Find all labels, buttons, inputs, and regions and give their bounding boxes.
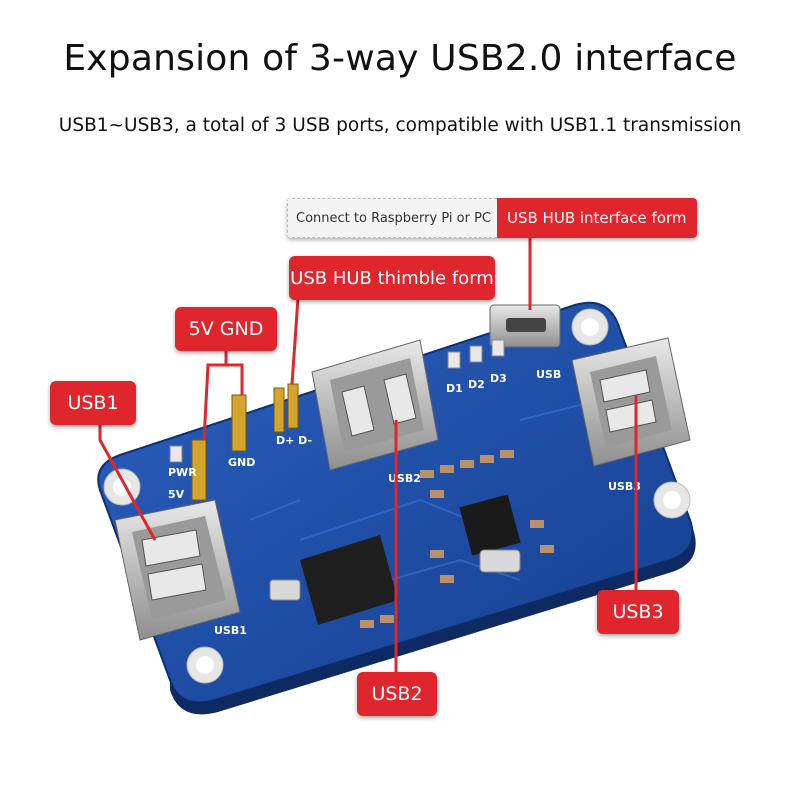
mounting-holes [103, 308, 691, 684]
leader-usb1 [98, 418, 157, 541]
hub-controller-ic [459, 494, 521, 556]
usb3-connector [571, 337, 691, 467]
page-subtitle: USB1~USB3, a total of 3 USB ports, compa… [58, 115, 742, 136]
crystal-small [269, 579, 301, 601]
silk-usb1: USB1 [214, 624, 247, 637]
leader-5v-gnd [202, 345, 244, 441]
power-pins [191, 394, 247, 501]
silk-usb3: USB3 [608, 480, 641, 493]
silk-d3: D3 [490, 372, 507, 385]
micro-usb-connector [489, 304, 561, 348]
silk-gnd: GND [228, 456, 255, 469]
usb2-connector [311, 339, 439, 471]
data-pins [273, 383, 299, 433]
silk-pwr: PWR [168, 466, 197, 479]
callout-5v-gnd: 5V GND [175, 307, 277, 351]
silk-data-pins: D+ D- [276, 434, 312, 447]
silk-5v: 5V [168, 488, 185, 501]
silk-d1: D1 [446, 382, 463, 395]
callout-usb1: USB1 [50, 381, 136, 425]
callout-usb3: USB3 [597, 590, 679, 634]
callout-usb2: USB2 [357, 672, 437, 716]
silk-usb2: USB2 [388, 472, 421, 485]
page-title: Expansion of 3-way USB2.0 interface [63, 38, 737, 79]
callout-interface-text: USB HUB interface form [497, 198, 697, 238]
crystal [479, 549, 521, 573]
leader-thimble [290, 297, 300, 385]
usb1-connector [114, 499, 241, 641]
callout-connect-text: Connect to Raspberry Pi or PC [287, 198, 497, 238]
silk-usb: USB [536, 368, 561, 381]
power-ic [300, 535, 398, 625]
silk-d2: D2 [468, 378, 485, 391]
callout-thimble: USB HUB thimble form [289, 256, 495, 300]
callout-connect: Connect to Raspberry Pi or PC USB HUB in… [287, 198, 697, 238]
